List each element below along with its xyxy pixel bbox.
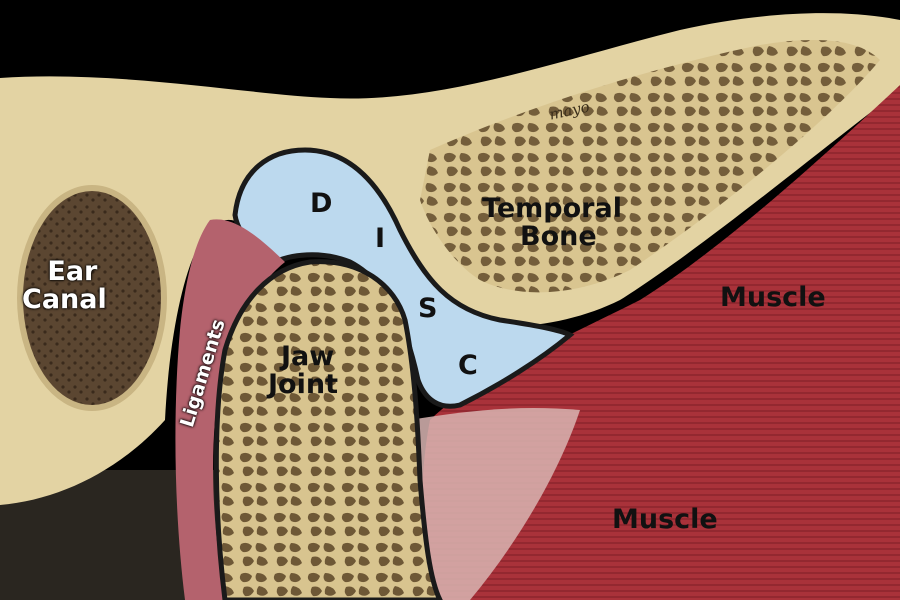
ear-canal-label-line2: Canal (22, 284, 107, 316)
muscle-upper-label: Muscle (720, 282, 826, 313)
ear-canal-label-line1: Ear (47, 256, 98, 287)
temporal-bone-label: Temporal Bone (482, 193, 622, 253)
jaw-joint-label: Jaw Joint (268, 341, 338, 401)
disc-shape (232, 147, 575, 409)
temporal-bone-label-line2: Bone (520, 221, 597, 253)
jaw-joint-shape (213, 259, 443, 600)
muscle-lower-label: Muscle (612, 504, 718, 535)
disc-letter-d: D (310, 188, 333, 219)
ear-canal-label: Ear Canal (22, 256, 107, 315)
disc-letter-i: I (375, 223, 386, 254)
ligaments-shape (175, 219, 285, 600)
disc-letter-c: C (458, 350, 478, 381)
temporal-bone-label-line1: Temporal (482, 193, 622, 224)
jaw-joint-label-line1: Jaw (281, 341, 335, 372)
temporal-bone-spongy (420, 40, 880, 293)
ear-canal-shape (17, 185, 167, 411)
jaw-joint-label-line2: Joint (268, 369, 338, 401)
muscle-tendon-highlight (410, 408, 580, 600)
disc-letter-s: S (418, 293, 438, 324)
